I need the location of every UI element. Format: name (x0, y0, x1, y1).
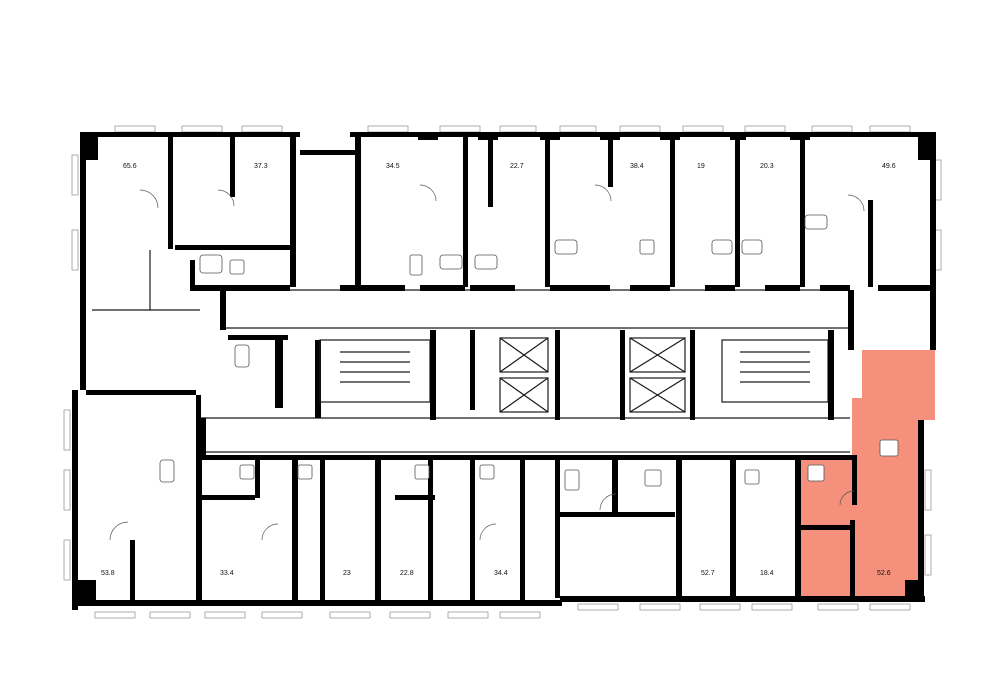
bottom-partitions (130, 455, 857, 605)
unit-area-label: 52.7 (701, 570, 715, 577)
unit-area-label: 49.6 (882, 163, 896, 170)
side-windows (63, 154, 942, 581)
door-swings (109, 184, 865, 541)
unit-area-label: 38.4 (630, 163, 644, 170)
unit-area-label: 18.4 (760, 570, 774, 577)
area-labels: 65.6 37.3 34.5 22.7 38.4 19 20.3 49.6 53… (101, 163, 896, 577)
unit-area-label: 37.3 (254, 163, 268, 170)
left-wing (86, 250, 321, 455)
unit-area-label: 65.6 (123, 163, 137, 170)
unit-area-label: 19 (697, 163, 705, 170)
unit-area-label: 34.5 (386, 163, 400, 170)
unit-area-label: 53.8 (101, 570, 115, 577)
unit-area-label: 22.7 (510, 163, 524, 170)
building-core (319, 330, 834, 420)
unit-area-label: 23 (343, 570, 351, 577)
unit-area-label: 34.4 (494, 570, 508, 577)
outer-walls (72, 132, 936, 610)
top-partitions (168, 132, 930, 291)
corridor-walls (200, 289, 854, 458)
top-windows (114, 125, 911, 133)
unit-area-label: 20.3 (760, 163, 774, 170)
unit-area-label: 52.6 (877, 570, 891, 577)
fixtures (159, 214, 899, 491)
unit-area-label: 33.4 (220, 570, 234, 577)
bottom-windows (94, 603, 911, 619)
unit-area-label: 22.8 (400, 570, 414, 577)
highlighted-unit[interactable] (800, 350, 935, 600)
